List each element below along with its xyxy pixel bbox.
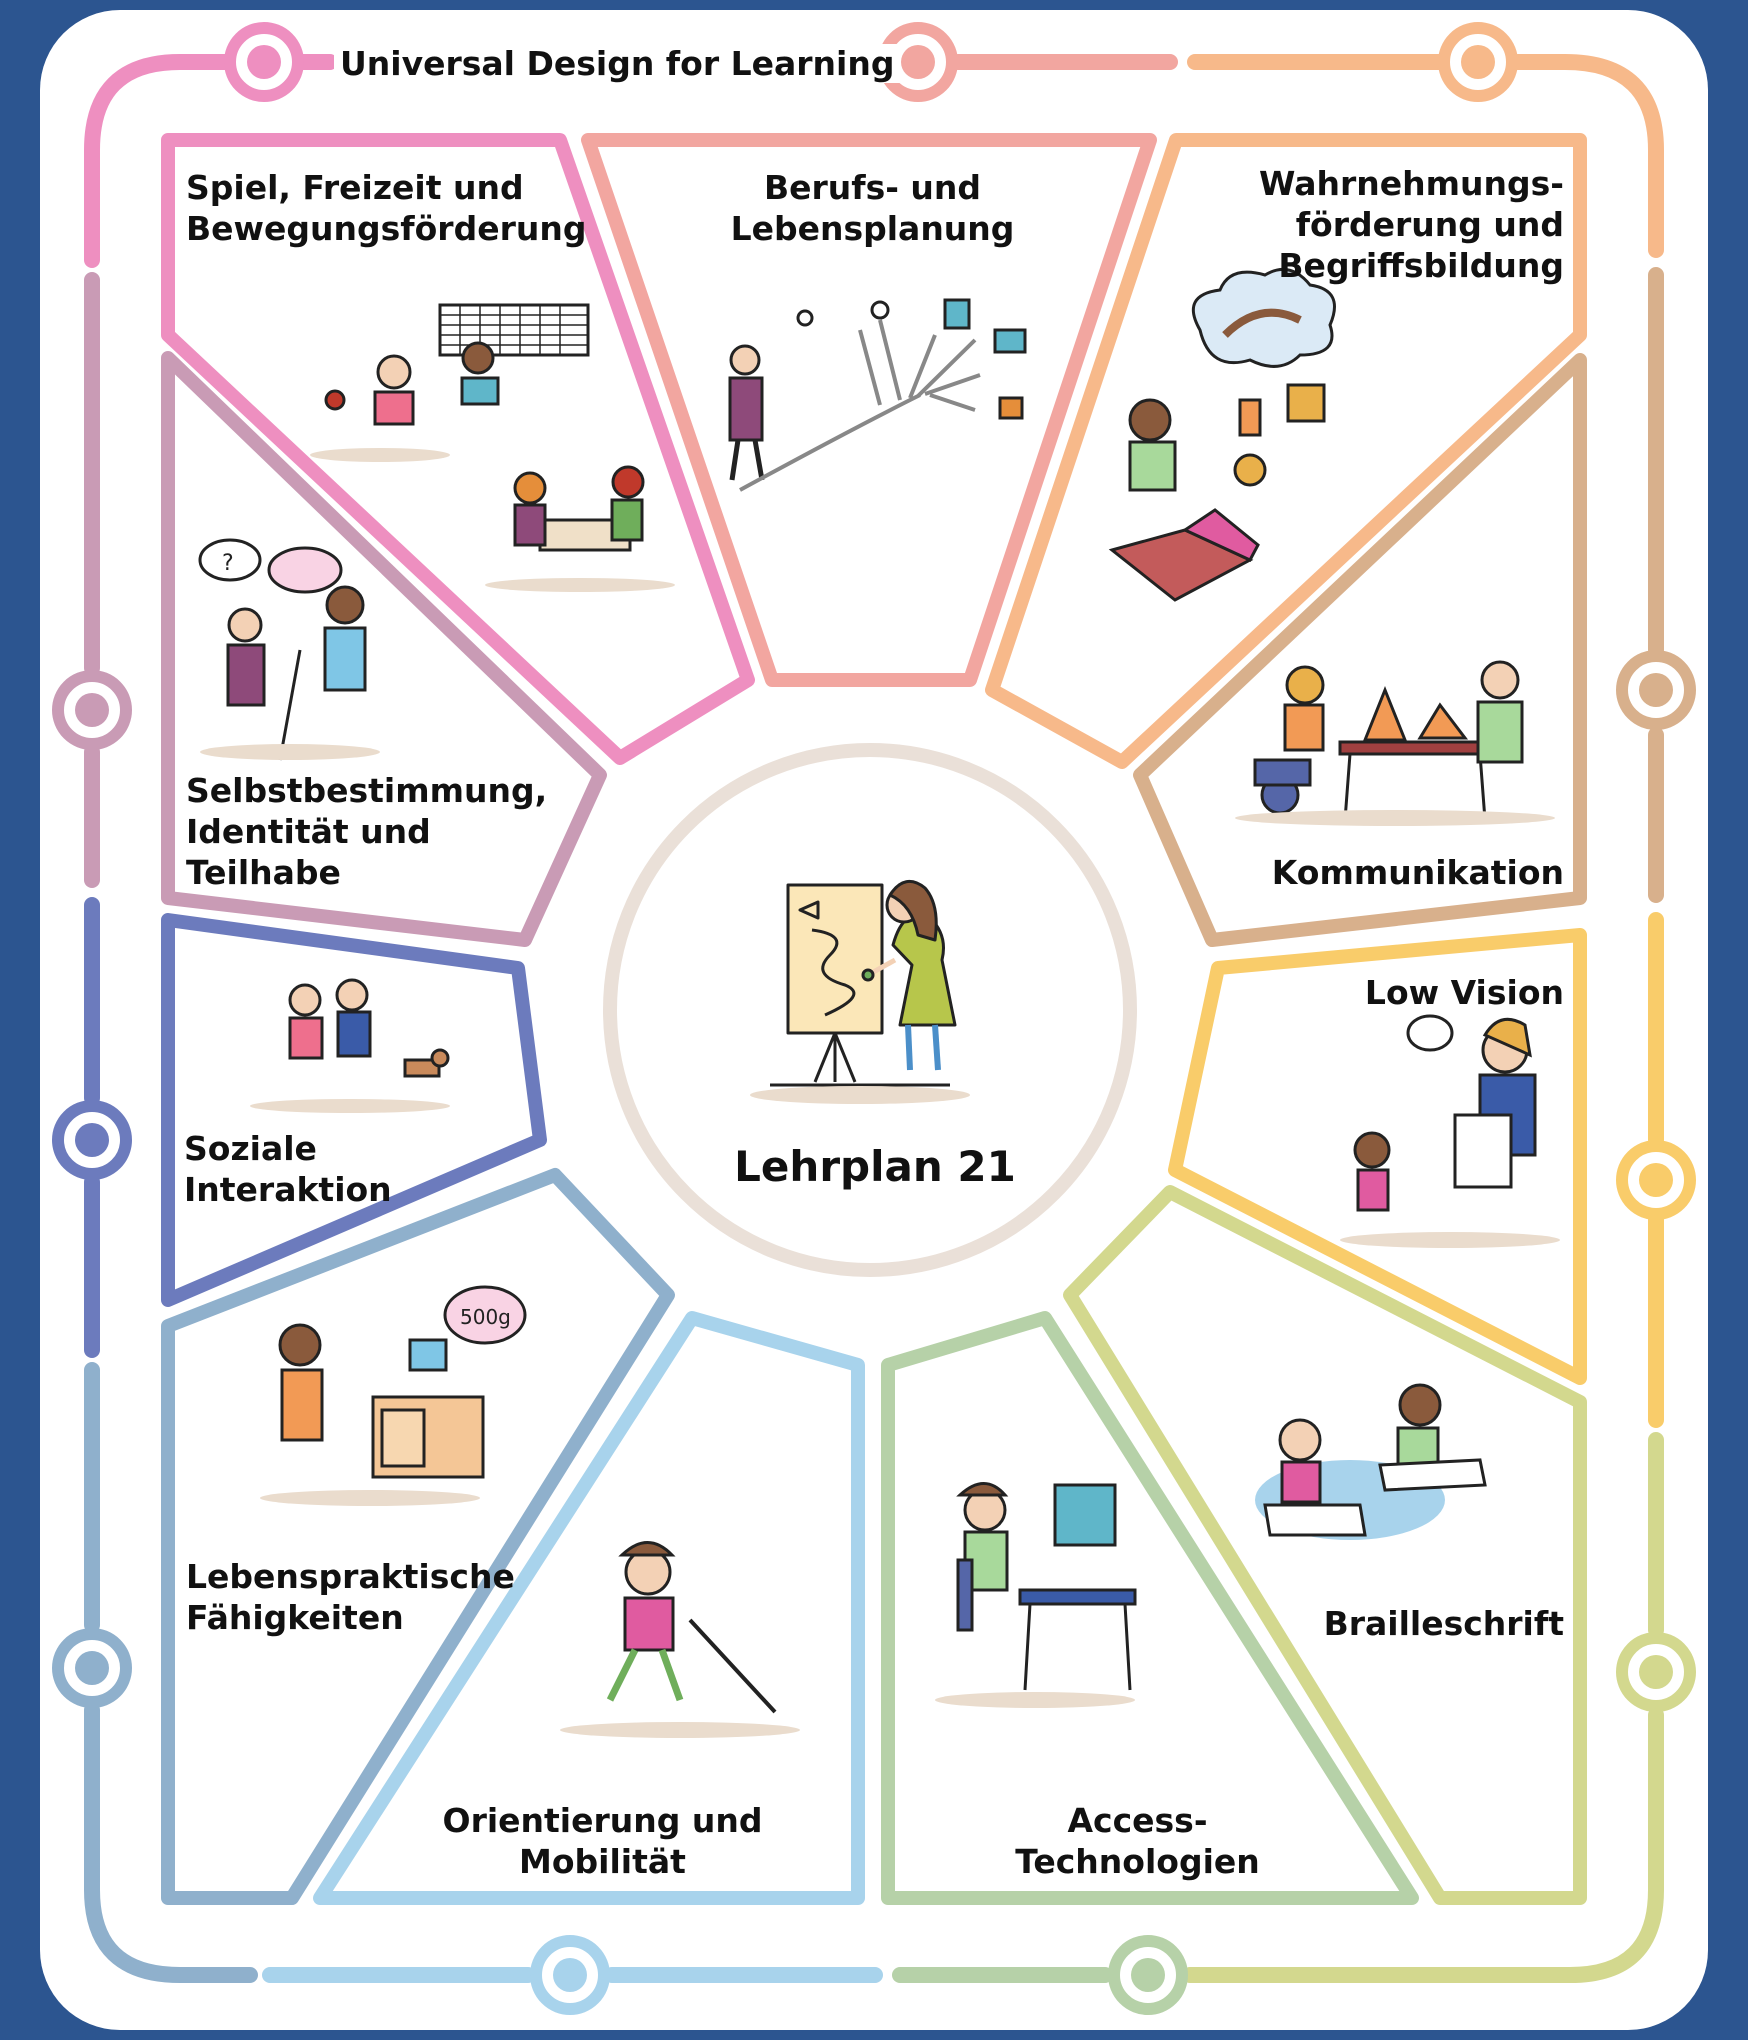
sector-beruf — [581, 133, 1157, 687]
center-label: Lehrplan 21 — [734, 1142, 1016, 1191]
svg-text:500g: 500g — [460, 1305, 511, 1329]
selbst-illustration: ? — [198, 538, 380, 761]
sector-spiel — [161, 133, 755, 765]
spiel-illustration — [310, 303, 675, 592]
label-beruf: Berufs- und Lebensplanung — [730, 168, 1015, 248]
diagram-title: Universal Design for Learning — [334, 44, 901, 83]
track-stations — [52, 22, 1696, 2015]
label-selbst: Selbstbestimmung, Identität und Teilhabe — [186, 771, 548, 892]
label-braille: Brailleschrift — [1323, 1604, 1564, 1643]
outer-track — [84, 54, 1664, 1983]
access-illustration — [935, 1482, 1137, 1708]
label-access: Access- Technologien — [1015, 1801, 1260, 1881]
braille-illustration — [1255, 1383, 1487, 1540]
sector-orientierung — [313, 1311, 865, 1905]
label-wahrnehmung: Wahrnehmungs- förderung und Begriffsbild… — [1259, 164, 1564, 285]
sector-braille — [1063, 1185, 1587, 1905]
orientierung-illustration — [560, 1541, 800, 1738]
wahrnehmung-illustration — [1108, 267, 1336, 602]
sector-access — [881, 1311, 1419, 1905]
label-spiel: Spiel, Freizeit und Bewegungsförderung — [186, 168, 587, 248]
label-lowvision: Low Vision — [1364, 973, 1564, 1012]
label-sozial: Soziale Interaktion — [184, 1129, 392, 1209]
label-kommunikation: Kommunikation — [1271, 853, 1564, 892]
sector-selbst — [161, 351, 607, 947]
svg-text:?: ? — [222, 551, 234, 576]
beruf-illustration — [728, 298, 1027, 492]
lowvision-illustration — [1340, 1014, 1560, 1248]
sector-kommunikation — [1133, 353, 1587, 947]
teacher-illustration — [750, 879, 970, 1104]
lebens-illustration: 500g — [260, 1285, 527, 1506]
sector-illustrations: ? — [198, 267, 1560, 1738]
sector-panels — [161, 133, 1587, 1905]
label-orientierung: Orientierung und Mobilität — [442, 1801, 763, 1881]
sozial-illustration — [250, 978, 450, 1113]
sector-wahrnehmung — [985, 133, 1587, 769]
label-lebens: Lebenspraktische Fähigkeiten — [186, 1557, 515, 1637]
kommunikation-illustration — [1235, 660, 1555, 826]
